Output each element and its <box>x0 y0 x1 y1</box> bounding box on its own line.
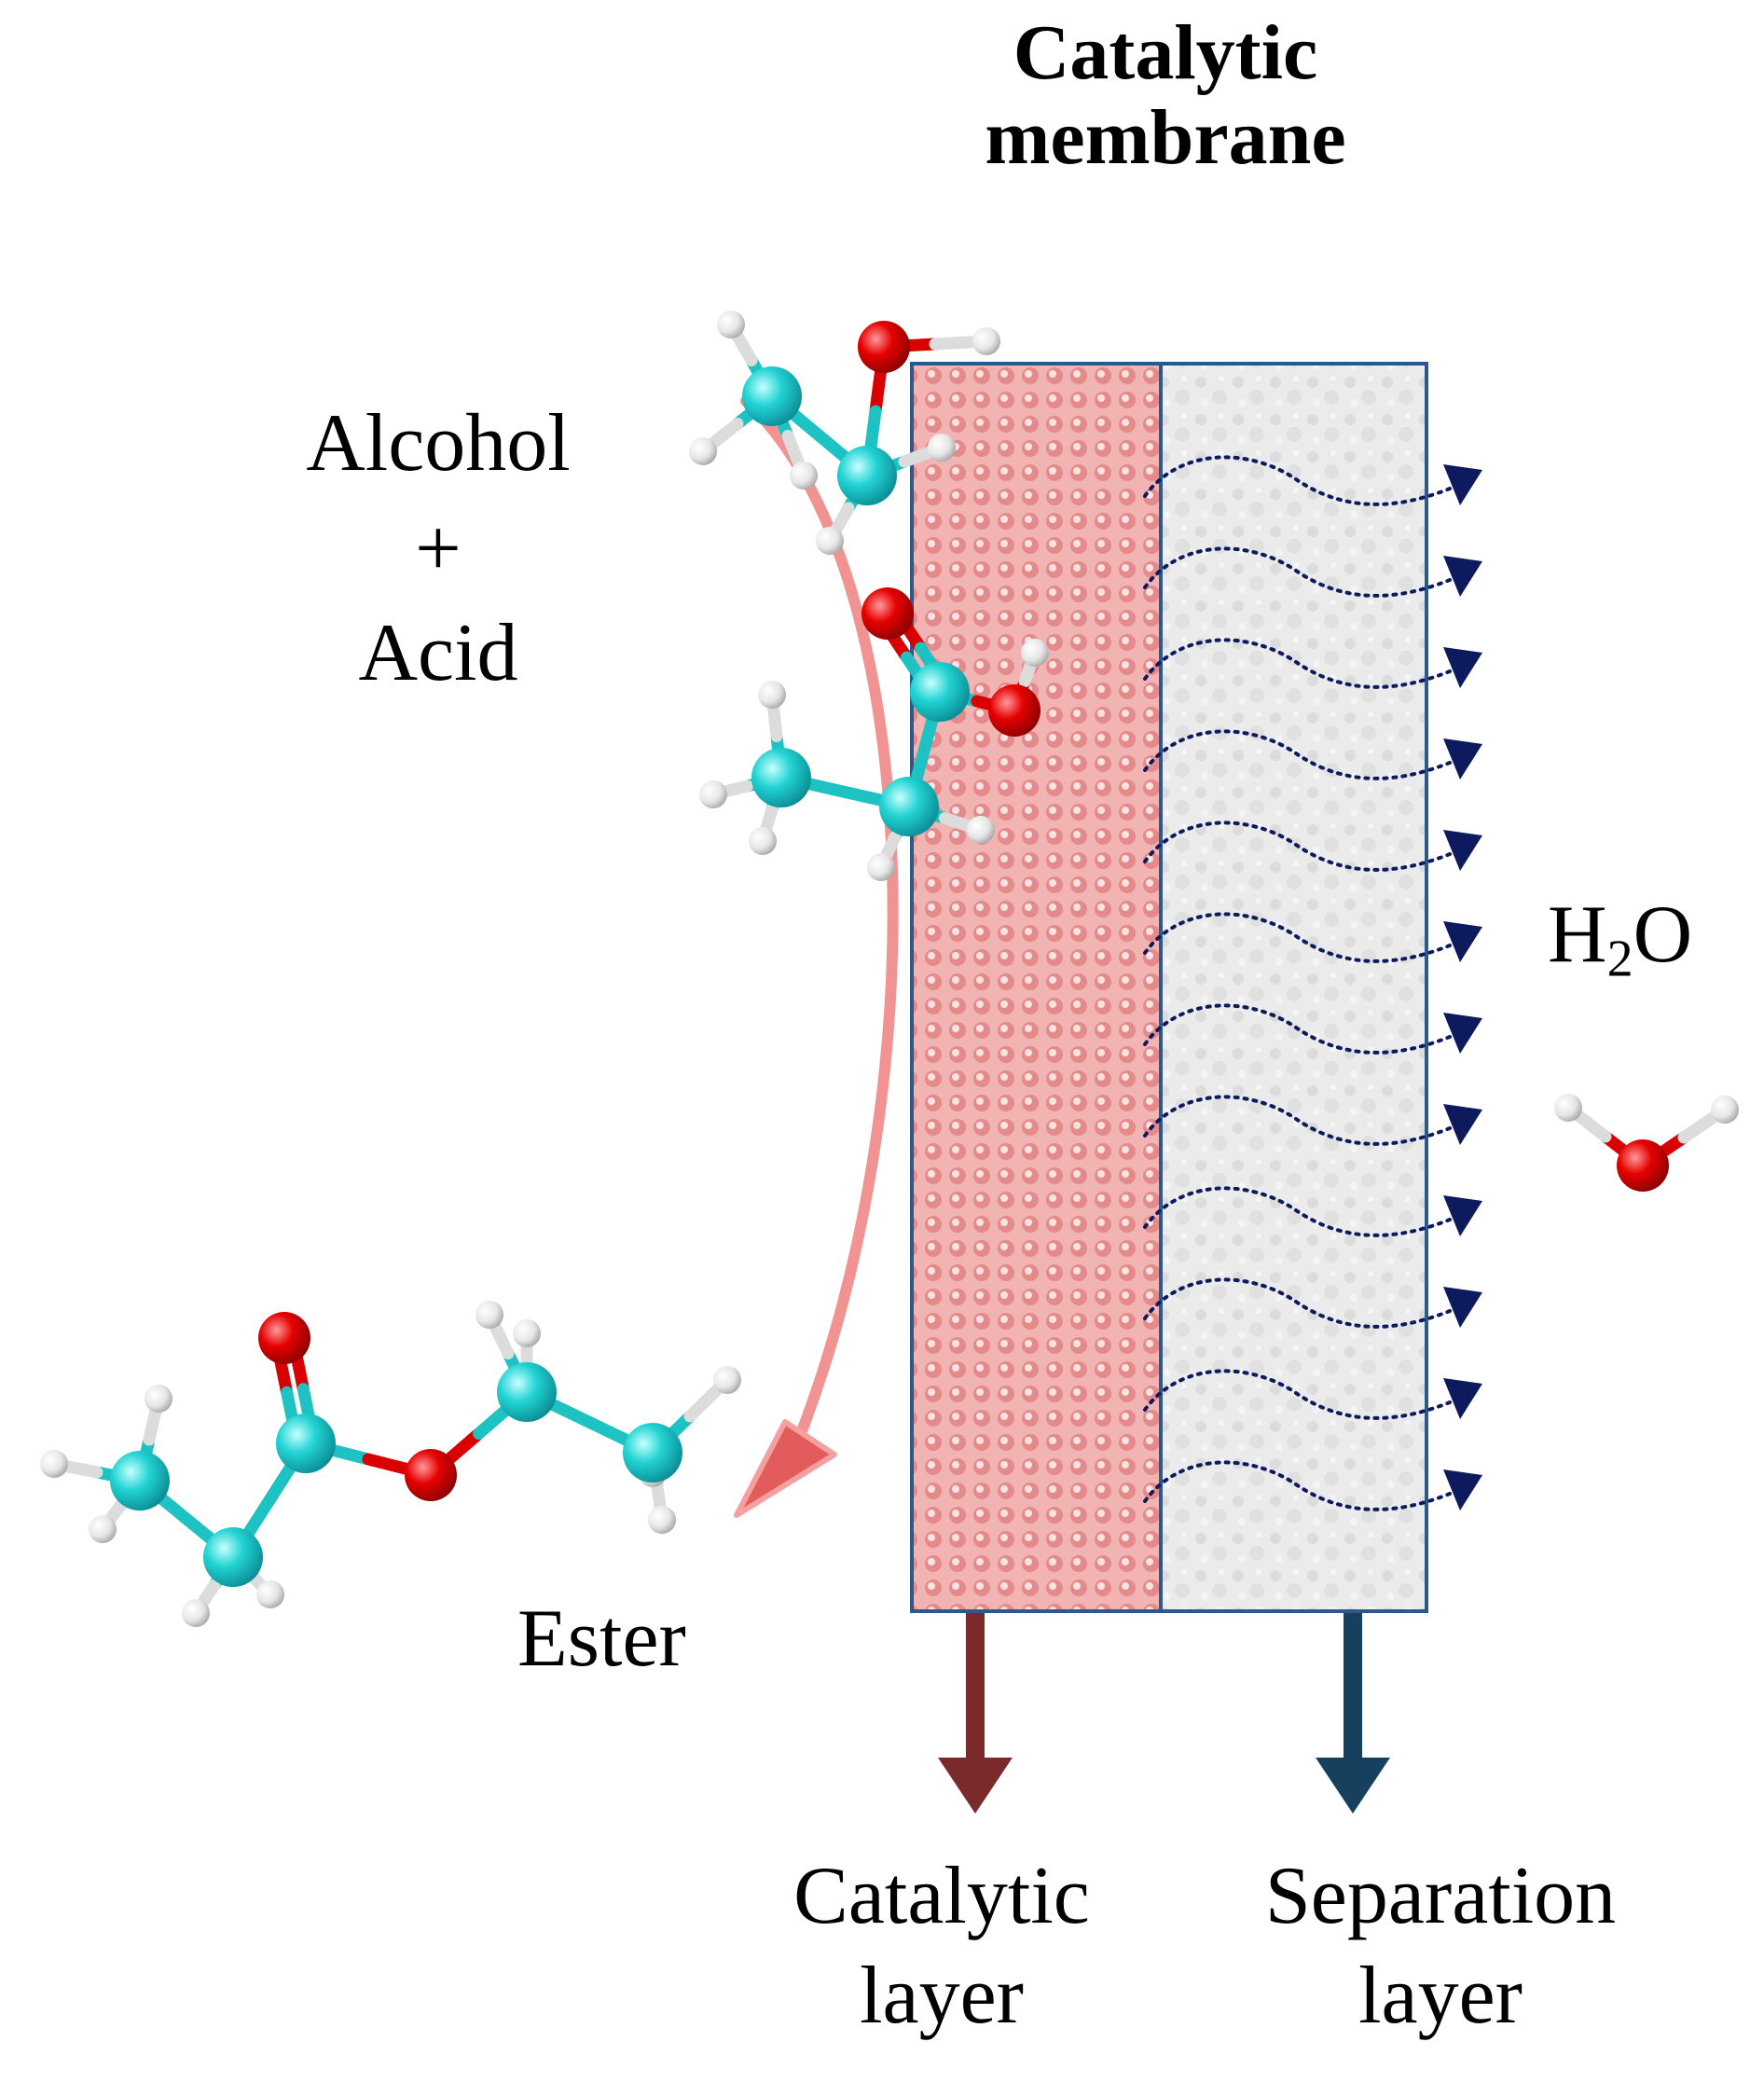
separation-outlet-arrow <box>1316 1613 1390 1814</box>
reactants-label: Alcohol + Acid <box>252 392 625 707</box>
separation-layer-line-2: layer <box>1358 1951 1523 2042</box>
water-path-line <box>1143 1277 1452 1329</box>
carbon-atom <box>497 1362 557 1422</box>
water-permeation-paths <box>1143 455 1482 1511</box>
water-label: H2O <box>1548 890 1762 986</box>
diagram-title: Catalytic membrane <box>895 9 1436 181</box>
catalytic-layer-label: Catalytic layer <box>746 1846 1137 2047</box>
carbon-atom <box>742 366 802 426</box>
hydrogen-atom <box>790 462 818 490</box>
hydrogen-atom <box>40 1450 68 1478</box>
hydrogen-atom <box>1711 1096 1739 1124</box>
hydrogen-atom <box>1021 639 1049 667</box>
hydrogen-atom <box>758 681 786 709</box>
catalytic-layer-line-1: Catalytic <box>793 1851 1090 1941</box>
water-path-arrowhead <box>1443 921 1482 962</box>
hydrogen-atom <box>928 434 956 462</box>
reaction-flow-arrowhead <box>734 1419 837 1518</box>
water-path-line <box>1143 729 1452 780</box>
water-path-line <box>1143 455 1452 506</box>
carbon-atom <box>837 446 897 505</box>
water-path-line <box>1143 546 1452 598</box>
separation-layer-line-1: Separation <box>1264 1851 1617 1941</box>
hydrogen-atom <box>713 1366 741 1394</box>
ethyl-propionate-molecule-icon <box>40 1301 741 1627</box>
carbon-atom <box>910 662 970 722</box>
oxygen-atom <box>1617 1139 1669 1192</box>
water-path-line <box>1143 1186 1452 1237</box>
ester-label: Ester <box>517 1593 686 1684</box>
water-path-arrowhead <box>1443 1104 1482 1145</box>
separation-layer-block <box>1161 364 1426 1611</box>
separation-layer-label: Separation layer <box>1221 1846 1660 2047</box>
water-path-line <box>1143 1369 1452 1420</box>
hydrogen-atom <box>89 1515 117 1543</box>
water-label-o: O <box>1633 890 1693 980</box>
water-path-arrowhead <box>1443 556 1482 597</box>
hydrogen-atom <box>749 827 777 855</box>
carbon-atom <box>879 777 939 836</box>
oxygen-atom <box>861 587 914 640</box>
reactant-alcohol: Alcohol <box>306 398 571 489</box>
water-path-line <box>1143 1095 1452 1146</box>
water-path-arrowhead <box>1443 647 1482 688</box>
hydrogen-atom <box>1554 1094 1582 1122</box>
hydrogen-atom <box>256 1580 284 1608</box>
water-path-line <box>1143 1460 1452 1511</box>
title-line-2: membrane <box>985 93 1346 181</box>
water-path-arrowhead <box>1443 464 1482 505</box>
membrane-frame <box>910 362 1428 1613</box>
water-path-arrowhead <box>1443 1378 1482 1419</box>
water-path-line <box>1143 821 1452 872</box>
water-label-h: H <box>1548 890 1607 980</box>
hydrogen-atom <box>972 327 1000 355</box>
hydrogen-atom <box>513 1319 541 1347</box>
carbon-atom <box>276 1414 336 1473</box>
water-path-arrowhead <box>1443 1013 1482 1054</box>
title-line-1: Catalytic <box>1013 9 1318 96</box>
reactant-plus: + <box>415 503 462 594</box>
oxygen-atom <box>858 321 910 373</box>
propionic-acid-molecule-icon <box>699 587 1049 881</box>
oxygen-atom <box>988 684 1040 737</box>
reaction-flow-arrow <box>740 395 899 1437</box>
water-path-arrowhead <box>1443 1195 1482 1236</box>
carbon-atom <box>751 748 811 807</box>
oxygen-atom <box>405 1449 457 1501</box>
hydrogen-atom <box>816 527 844 555</box>
molecules <box>40 310 1739 1627</box>
water-path-arrowhead <box>1443 1469 1482 1511</box>
catalytic-layer-line-2: layer <box>860 1951 1024 2042</box>
hydrogen-atom <box>967 816 995 844</box>
carbon-atom <box>203 1527 263 1587</box>
water-path-line <box>1143 1003 1452 1055</box>
ethanol-molecule-icon <box>689 310 1000 555</box>
water-path-line <box>1143 638 1452 689</box>
hydrogen-atom <box>182 1599 210 1627</box>
water-path-line <box>1143 912 1452 963</box>
water-path-arrowhead <box>1443 738 1482 779</box>
hydrogen-atom <box>475 1301 503 1329</box>
carbon-atom <box>110 1451 170 1511</box>
carbon-atom <box>623 1423 682 1483</box>
hydrogen-atom <box>689 437 717 465</box>
hydrogen-atom <box>867 853 895 881</box>
hydrogen-atom <box>145 1385 172 1413</box>
water-label-sub: 2 <box>1606 930 1633 988</box>
catalytic-outlet-arrow <box>938 1613 1013 1814</box>
oxygen-atom <box>258 1312 310 1364</box>
water-path-arrowhead <box>1443 830 1482 871</box>
reactant-acid: Acid <box>358 608 518 699</box>
hydrogen-atom <box>699 780 727 808</box>
water-molecule-icon <box>1554 1094 1739 1192</box>
hydrogen-atom <box>648 1506 676 1534</box>
catalytic-layer-block <box>912 364 1161 1611</box>
water-path-arrowhead <box>1443 1287 1482 1328</box>
hydrogen-atom <box>717 310 745 338</box>
